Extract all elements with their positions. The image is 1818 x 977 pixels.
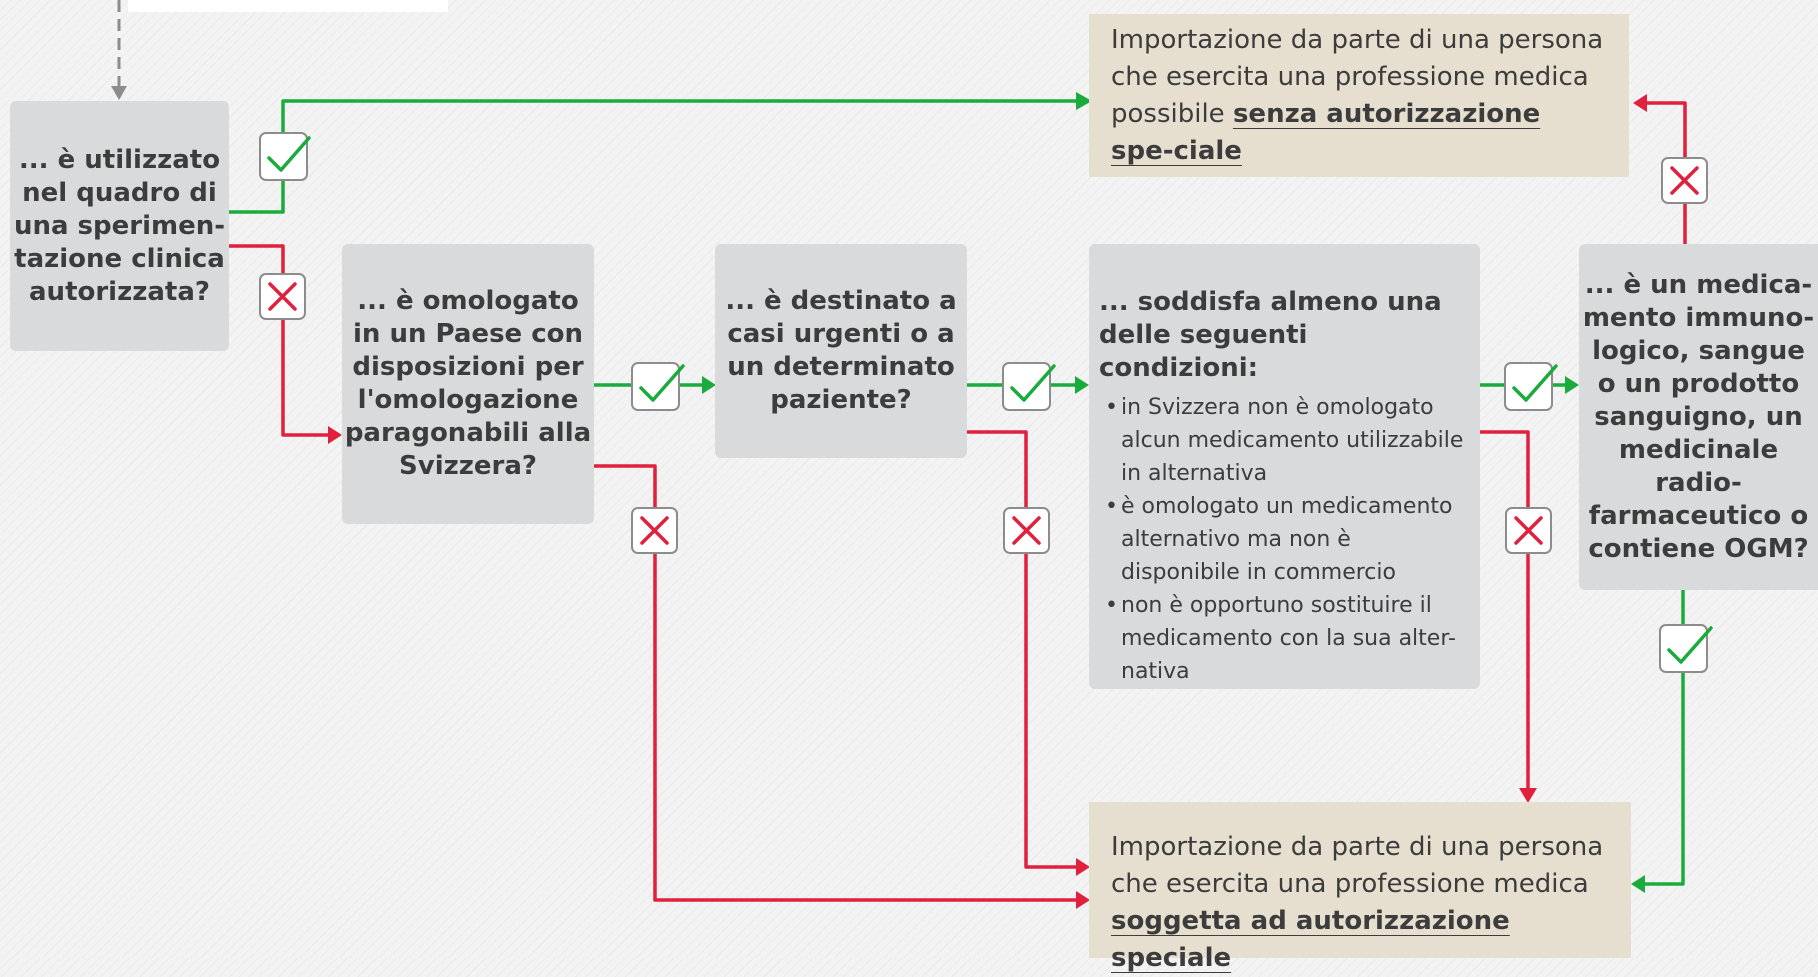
text-line: logico, sangue [1592, 335, 1805, 366]
text-line: disposizioni per [352, 352, 584, 382]
arrowhead [1519, 788, 1537, 803]
text-line: nel quadro di [22, 177, 217, 208]
question-text: ... è utilizzato nel quadro di una speri… [14, 144, 225, 309]
question-clinical-trial: ... è utilizzato nel quadro di una speri… [10, 101, 229, 351]
cross-icon [259, 273, 306, 320]
cropped-heading-block [128, 0, 448, 12]
check-icon [1504, 362, 1558, 411]
result-text: Importazione da parte di una persona che… [1111, 832, 1604, 899]
incoming-arrowhead [111, 86, 127, 100]
text-line: ... è un medica- [1584, 269, 1813, 300]
edge-approved-no [594, 464, 1080, 902]
arrowhead [1076, 92, 1092, 110]
result-no-authorization: Importazione da parte di una persona che… [1089, 14, 1629, 177]
question-urgent: ... è destinato a casi urgenti o a un de… [715, 244, 967, 458]
arrowhead [1076, 858, 1090, 876]
cross-icon [1003, 507, 1050, 554]
condition-item: è omologato un medicamento alternativo m… [1099, 490, 1470, 589]
arrowhead [1631, 875, 1645, 893]
check-icon [631, 362, 685, 411]
text-line: casi urgenti o a [727, 319, 955, 349]
condition-item: in Svizzera non è omologato alcun medica… [1099, 391, 1470, 490]
arrowhead [702, 376, 716, 394]
arrowhead [1076, 891, 1090, 909]
check-icon [259, 132, 311, 181]
text-line: autorizzata? [29, 276, 210, 307]
text-line: tazione clinica [14, 243, 225, 274]
check-icon [1659, 624, 1713, 673]
conditions-list: in Svizzera non è omologato alcun medica… [1099, 391, 1470, 688]
arrowhead [1565, 376, 1579, 394]
edge-conditions-no [1480, 430, 1530, 790]
cross-icon [1661, 157, 1708, 204]
arrowhead [328, 426, 342, 444]
cross-icon [1505, 507, 1552, 554]
condition-item: non è opportuno sostituire il medicament… [1099, 589, 1470, 688]
check-icon [1002, 362, 1056, 411]
question-text: ... è destinato a casi urgenti o a un de… [725, 285, 956, 417]
text-line: farmaceutico o [1588, 500, 1809, 531]
arrowhead [1075, 376, 1089, 394]
conditions-box: ... soddisfa almeno una delle seguenti c… [1089, 244, 1480, 689]
text-line: un determinato [727, 352, 955, 382]
text-line: Svizzera? [399, 451, 537, 481]
question-approved-country: ... è omologato in un Paese con disposiz… [342, 244, 594, 524]
text-line: ... è destinato a [725, 286, 957, 316]
question-text: ... è un medica- mento immuno- logico, s… [1579, 269, 1818, 566]
text-line: o un prodotto [1597, 368, 1800, 399]
text-line: in un Paese con [352, 319, 584, 349]
edge-trial-yes [229, 99, 1080, 214]
text-line: una sperimen- [13, 210, 226, 241]
result-text: Importazione da parte di una persona che… [1111, 25, 1604, 129]
question-text: ... è omologato in un Paese con disposiz… [345, 285, 591, 483]
text-line: paragonabili alla [344, 418, 592, 448]
text-line: l'omologazione [357, 385, 579, 415]
edge-trial-no [229, 244, 330, 437]
cross-icon [631, 507, 678, 554]
text-line: medicinale radio- [1618, 434, 1779, 498]
question-immunologic: ... è un medica- mento immuno- logico, s… [1579, 244, 1818, 590]
edge-immuno-yes [1641, 590, 1685, 886]
result-emphasis: senza autorizzazione spe-ciale [1111, 99, 1541, 166]
conditions-title: ... soddisfa almeno una delle seguenti c… [1099, 287, 1442, 383]
text-line: ... è utilizzato [18, 144, 221, 175]
text-line: paziente? [770, 385, 912, 415]
text-line: ... è omologato [357, 286, 579, 316]
text-line: sanguigno, un [1594, 401, 1803, 432]
text-line: mento immuno- [1582, 302, 1815, 333]
edge-urgent-no [967, 430, 1080, 869]
result-emphasis: soggetta ad autorizzazione speciale [1111, 906, 1510, 973]
result-with-authorization: Importazione da parte di una persona che… [1089, 802, 1631, 973]
text-line: contiene OGM? [1588, 533, 1809, 564]
arrowhead [1633, 94, 1647, 112]
